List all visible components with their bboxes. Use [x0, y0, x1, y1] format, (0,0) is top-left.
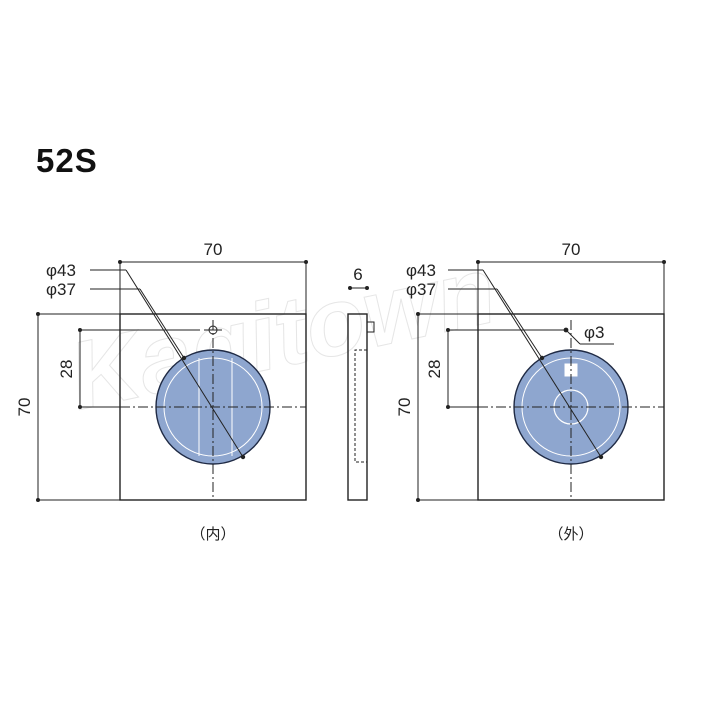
outer-view	[417, 261, 665, 501]
outer-dim-dots	[416, 260, 666, 502]
outer-height-label: 70	[395, 398, 414, 417]
inner-width-label: 70	[204, 240, 223, 259]
outer-hole-label: φ3	[584, 323, 604, 342]
outer-caption: （外）	[548, 525, 593, 543]
model-title: 52S	[36, 142, 98, 179]
side-thickness-label: 6	[353, 265, 362, 284]
outer-inner-dia-label: φ37	[406, 280, 436, 299]
outer-width-label: 70	[562, 240, 581, 259]
inner-dia-leader	[125, 269, 244, 458]
inner-inner-dia-label: φ37	[46, 280, 76, 299]
inner-height-label: 70	[15, 398, 34, 417]
inner-view	[37, 261, 307, 501]
watermark: Kagitown	[60, 236, 505, 430]
side-view	[347, 287, 375, 501]
outer-offset-label: 28	[425, 360, 444, 379]
outer-outer-dia-label: φ43	[406, 261, 436, 280]
side-tab	[366, 321, 375, 333]
side-dim-dots	[348, 286, 369, 290]
side-plate	[347, 313, 368, 501]
outer-dia-leader	[482, 269, 602, 458]
inner-dim-dots	[36, 260, 308, 502]
side-hidden-edge	[354, 349, 367, 463]
inner-outer-dia-label: φ43	[46, 261, 76, 280]
outer-dia-leader	[496, 288, 543, 359]
inner-dia-leader	[139, 288, 185, 359]
inner-caption: （内）	[190, 525, 235, 543]
outer-hole-leader	[565, 329, 581, 345]
inner-offset-label: 28	[57, 360, 76, 379]
